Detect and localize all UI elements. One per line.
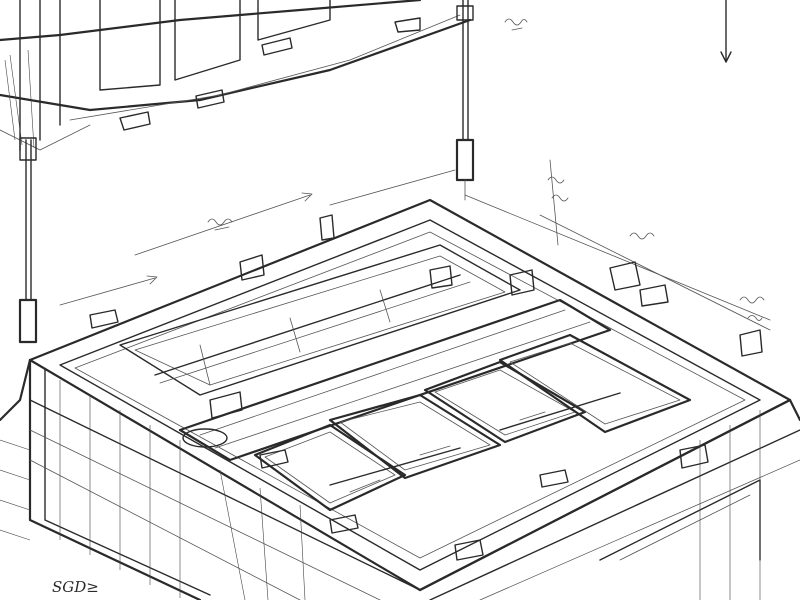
- rim-clips: [89, 214, 763, 561]
- guide-posts: [18, 0, 732, 344]
- main-tray: [0, 198, 800, 600]
- reference-lines: [59, 159, 771, 331]
- upper-frame: [0, 0, 472, 151]
- sketch-scribbles: [207, 18, 765, 321]
- upper-frame-bracket: [119, 17, 421, 131]
- corner-note: SGD≥: [52, 578, 99, 596]
- back-panel: [119, 244, 521, 396]
- front-cell-modules: [253, 333, 692, 512]
- center-divider: [178, 298, 612, 462]
